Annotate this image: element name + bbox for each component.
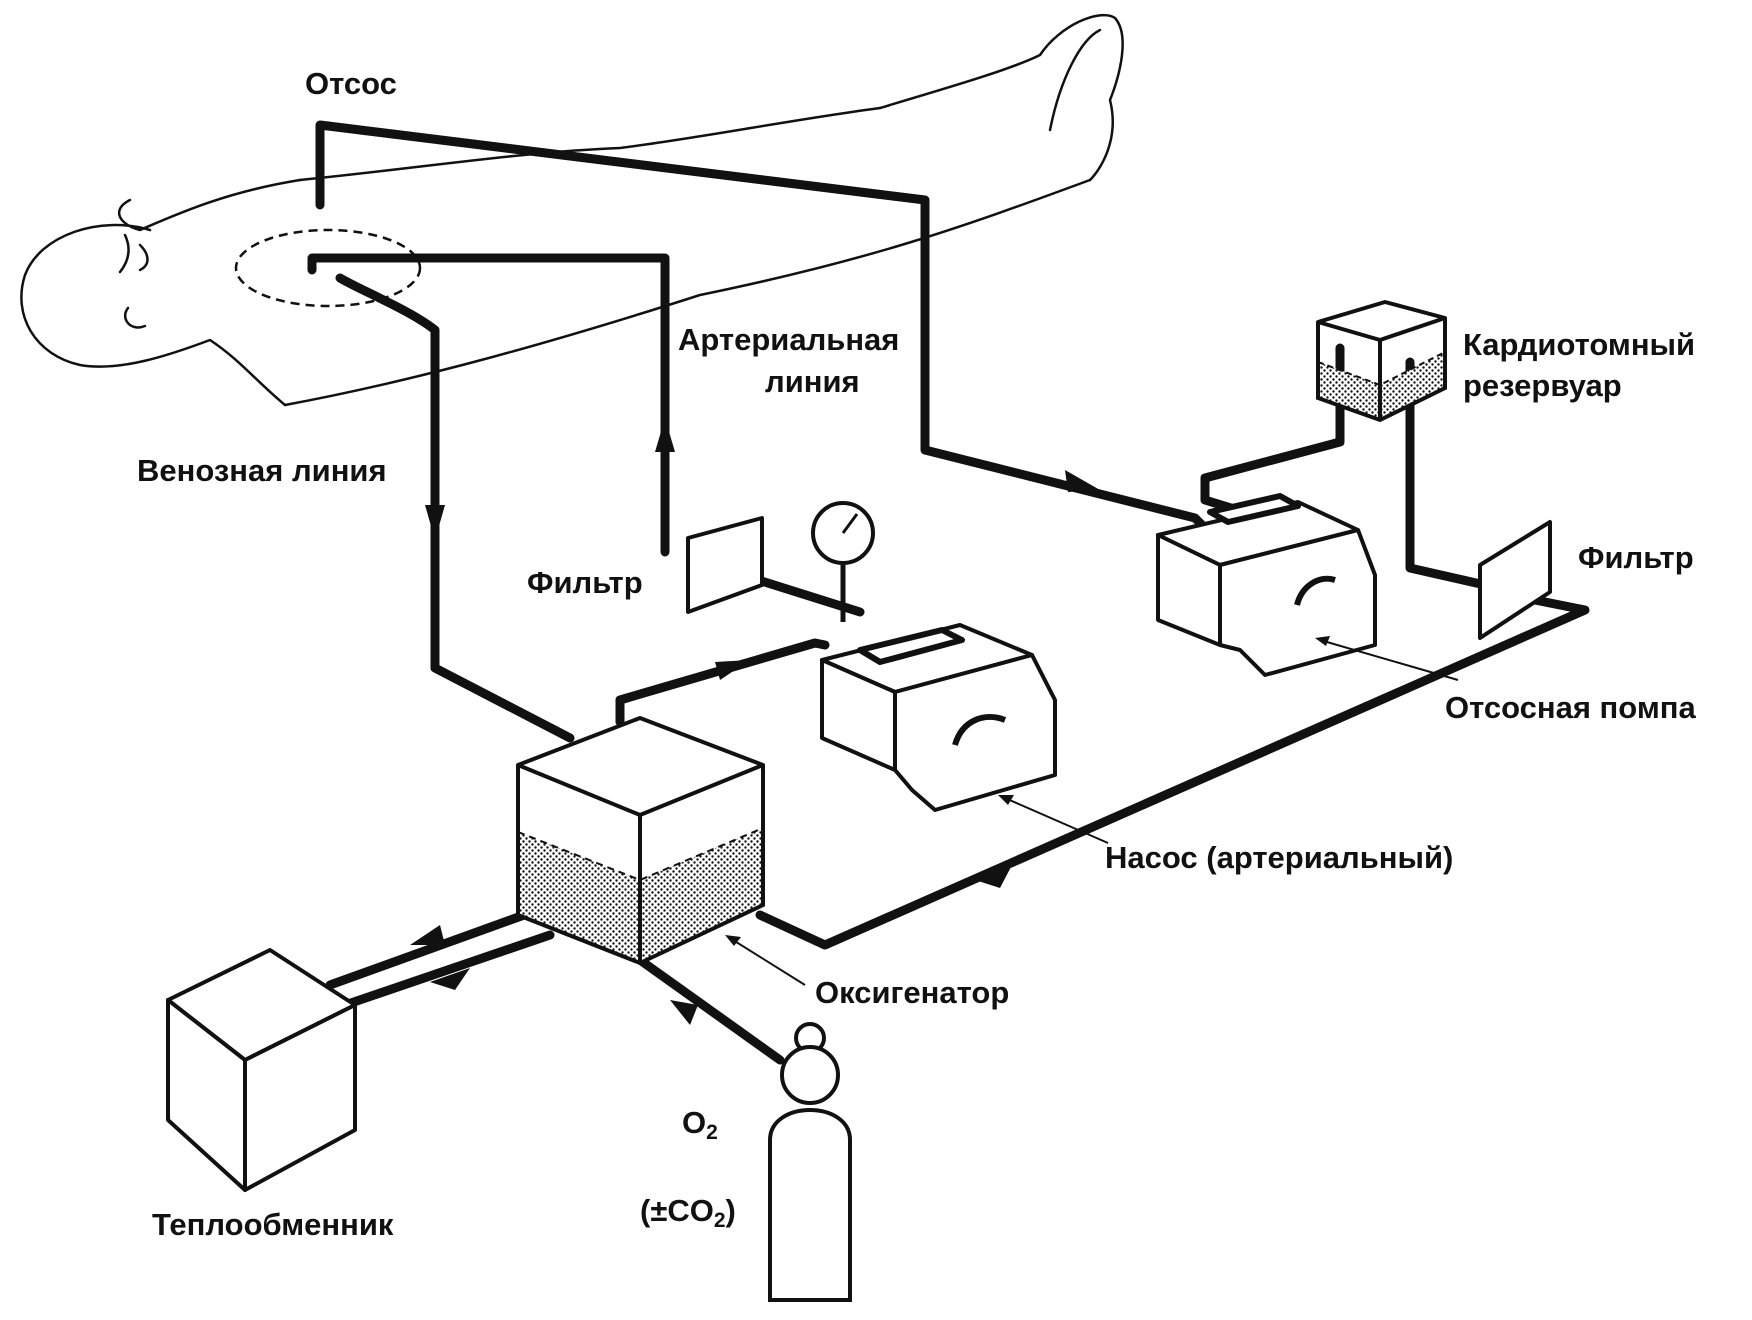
cardiotomy-reservoir	[1316, 300, 1447, 423]
arrow-heat-in	[430, 968, 470, 990]
label-cardiotomy-1: Кардиотомный	[1463, 327, 1696, 362]
label-heat-exchanger: Теплообменник	[152, 1207, 394, 1242]
arrow-return-left	[975, 865, 1012, 888]
label-arterial-line-2: линия	[765, 364, 860, 399]
label-filter-left: Фильтр	[527, 565, 643, 600]
label-o2: O2	[682, 1105, 718, 1144]
label-oxygenator: Оксигенатор	[815, 975, 1010, 1010]
label-filter-right: Фильтр	[1578, 540, 1694, 575]
filter-left	[686, 516, 764, 614]
heat-exchanger	[166, 948, 357, 1192]
label-arterial-line-1: Артериальная	[678, 322, 900, 357]
pressure-gauge	[811, 501, 875, 622]
label-venous-line: Венозная линия	[137, 453, 387, 488]
reservoir-to-filter-line	[1405, 357, 1490, 590]
suction-line	[315, 120, 1215, 538]
heat-exchanger-line-lower	[340, 930, 555, 1010]
arterial-line	[307, 253, 670, 557]
pointer-lines	[725, 636, 1459, 986]
tubing	[307, 120, 1590, 1065]
patient-outline	[20, 13, 1124, 407]
o2-cylinder	[768, 1022, 852, 1302]
label-cardiotomy-2: резервуар	[1463, 368, 1622, 403]
flow-arrows	[410, 418, 1100, 1025]
arrow-suction-right	[1065, 470, 1100, 492]
oxy-to-pump-line	[615, 638, 830, 727]
arrow-o2-in	[670, 1000, 698, 1025]
filter-right	[1478, 520, 1552, 640]
arrow-heat-out	[410, 925, 445, 945]
arrow-arterial-up	[655, 418, 675, 452]
o2-line	[635, 955, 785, 1065]
arrow-to-pump	[715, 660, 750, 680]
arterial-pump	[820, 623, 1057, 812]
suction-pump	[1156, 493, 1377, 677]
heat-exchanger-line-upper	[325, 905, 543, 990]
arrow-venous-down	[425, 505, 445, 540]
venous-line	[335, 273, 575, 743]
label-pump-arterial: Насос (артериальный)	[1105, 840, 1454, 875]
label-suction-pump: Отсосная помпа	[1445, 690, 1696, 725]
label-suction: Отсос	[305, 66, 397, 101]
oxygenator	[516, 716, 765, 966]
label-co2: (±CO2)	[640, 1193, 736, 1232]
